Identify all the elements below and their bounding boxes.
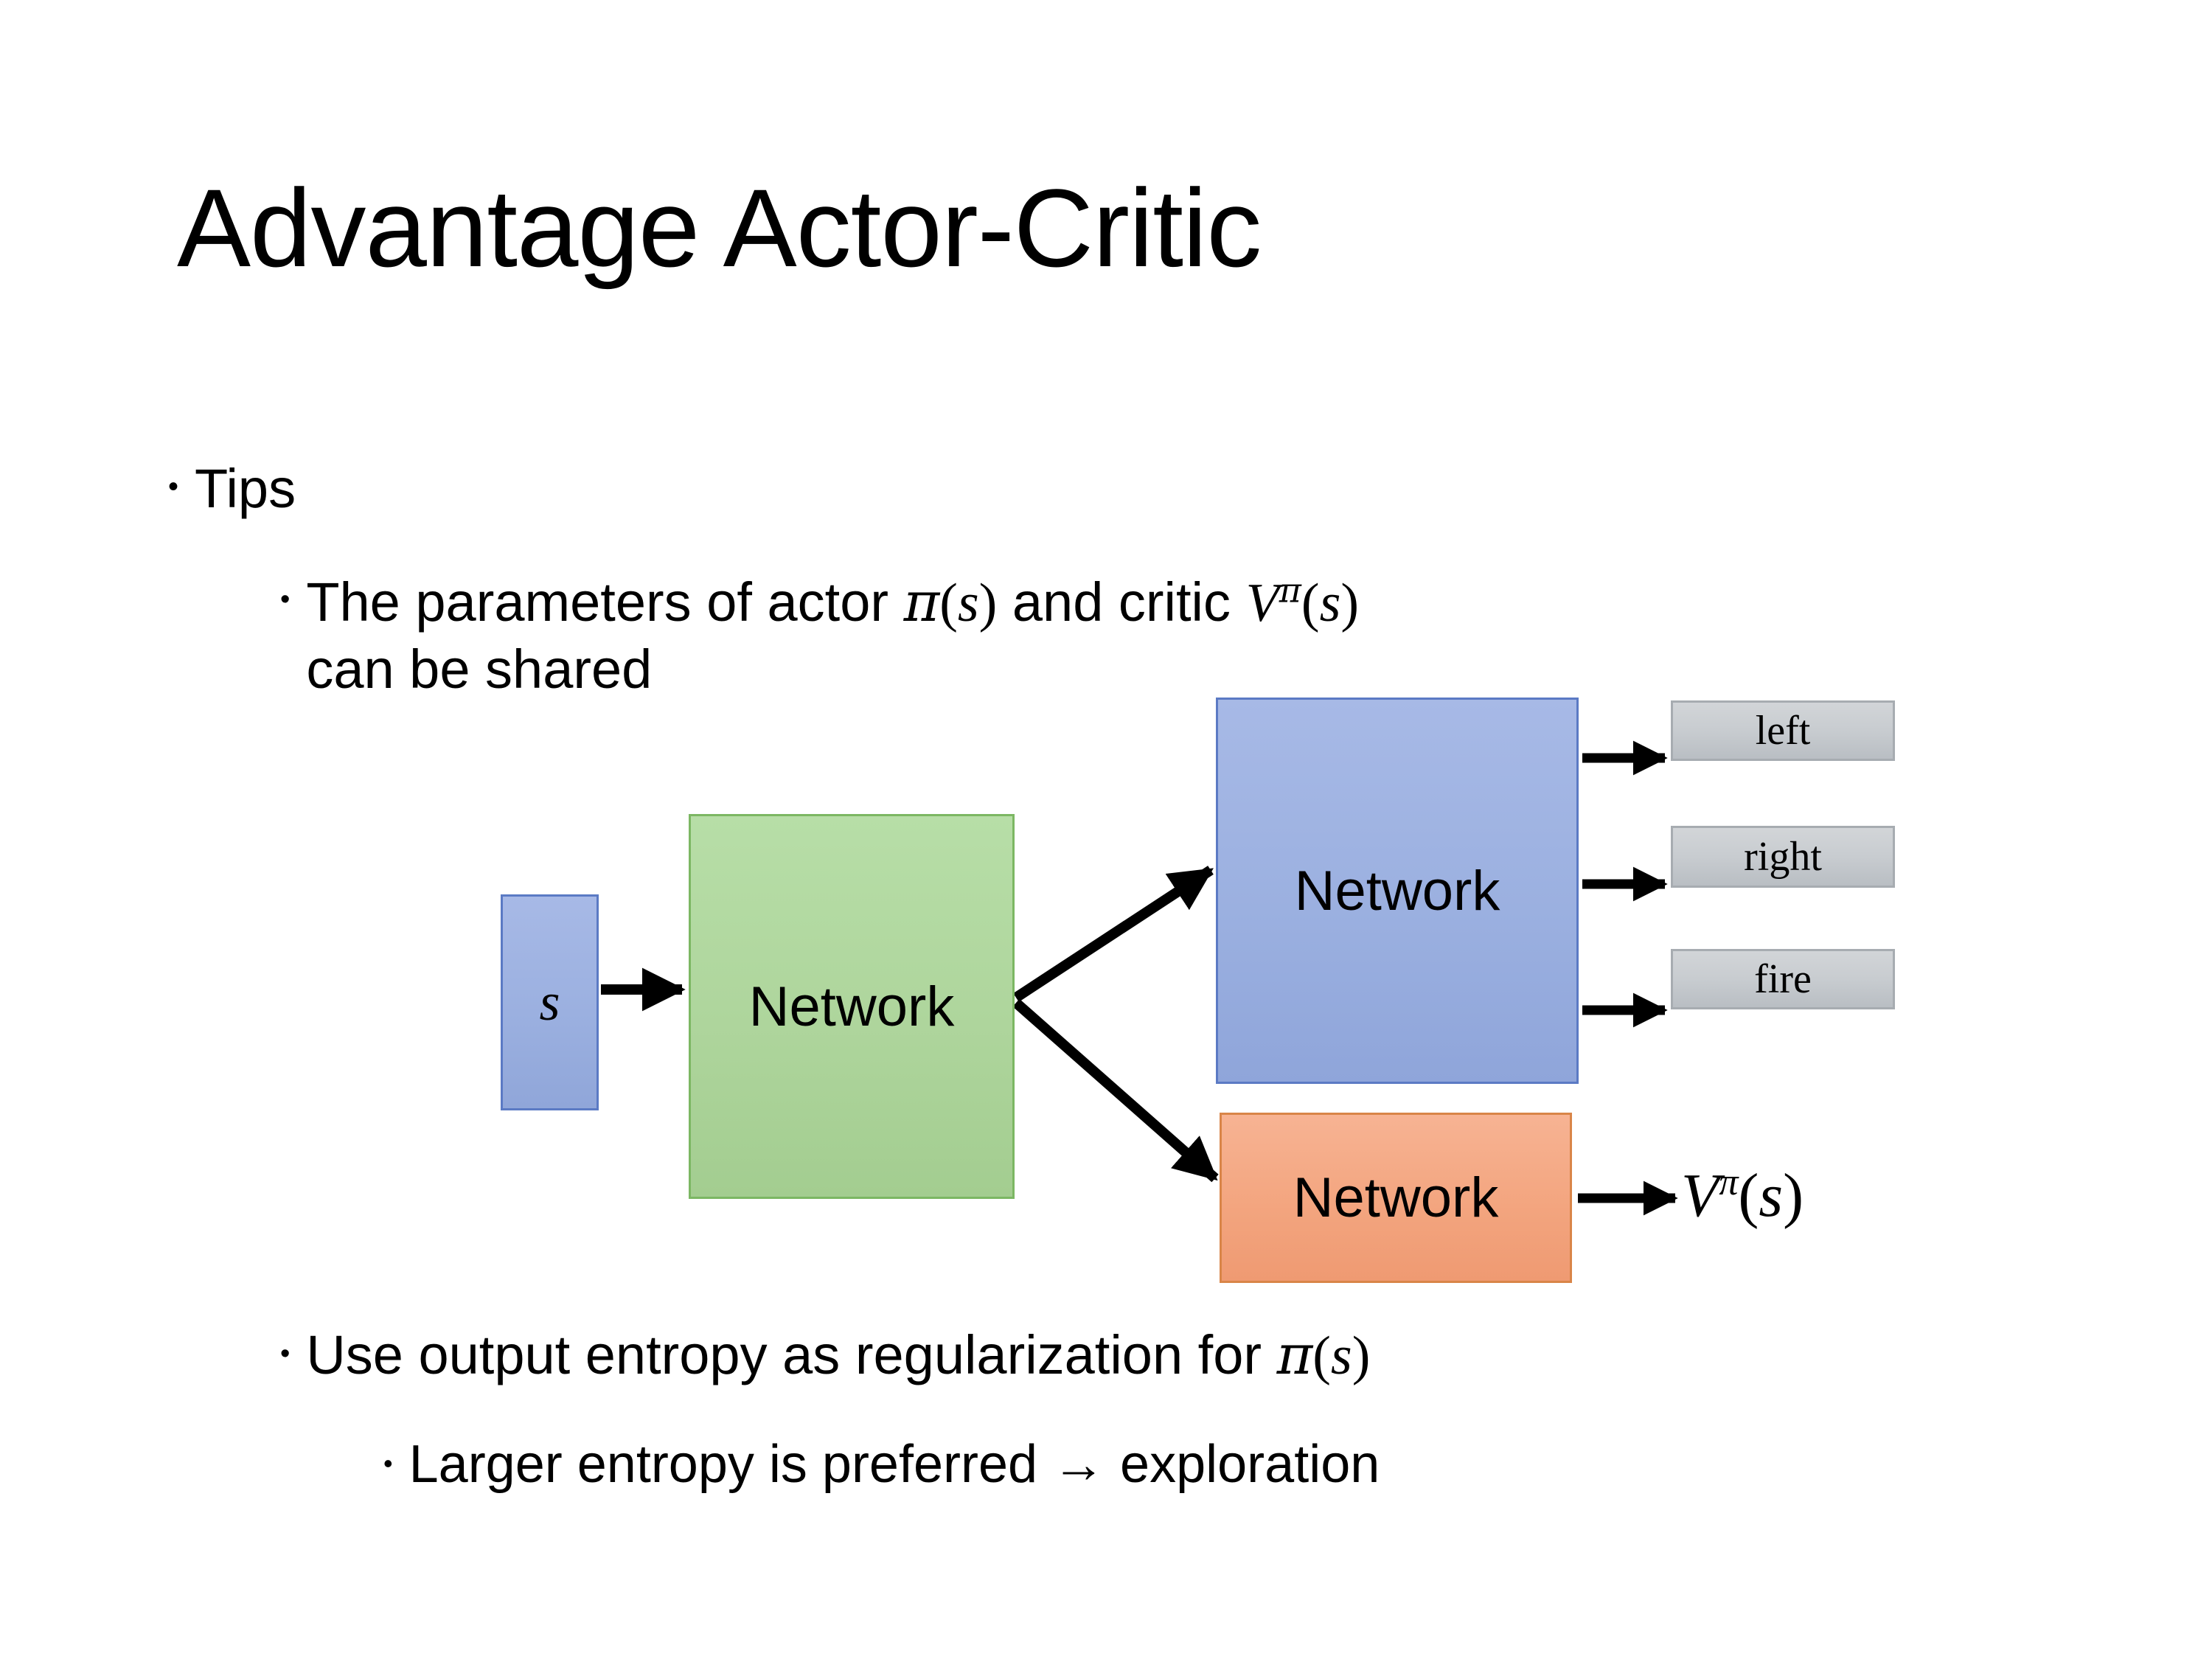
bullet-glyph-icon: • — [168, 470, 179, 503]
action-label-fire: fire — [1754, 956, 1812, 1002]
bullet-tips-label: Tips — [195, 458, 296, 519]
params-line2: can be shared — [306, 639, 653, 700]
bullet-entropy-text: Use output entropy as regularization for… — [306, 1324, 1370, 1388]
action-box-left: left — [1671, 700, 1895, 761]
value-function-output: Vπ(s) — [1681, 1161, 1804, 1230]
bullet-shared-parameters-text: The parameters of actor 𝜋(s) and critic … — [306, 569, 1359, 703]
arrow-shared-to-actor — [1013, 866, 1214, 1002]
bullet-glyph-icon: • — [383, 1448, 393, 1478]
state-input-label: s — [539, 973, 560, 1032]
bullet-tips: • Tips — [168, 457, 296, 520]
bullet-entropy-regularization: • Use output entropy as regularization f… — [280, 1324, 1370, 1388]
actor-network-label: Network — [1294, 859, 1500, 922]
bullet-glyph-icon: • — [280, 1338, 291, 1369]
value-arg: ( — [1738, 1161, 1759, 1230]
page-title: Advantage Actor-Critic — [177, 166, 1262, 290]
entropy-text-a: Use output entropy as regularization for — [306, 1324, 1277, 1385]
bullet-glyph-icon: • — [280, 584, 291, 615]
action-box-fire: fire — [1671, 949, 1895, 1009]
bullet-larger-entropy: • Larger entropy is preferred → explorat… — [383, 1434, 1380, 1495]
math-v-pi-of-s: V𝜋(s) — [1245, 571, 1360, 633]
params-text-b: and critic — [997, 571, 1246, 633]
action-label-left: left — [1755, 708, 1811, 754]
critic-network-box: Network — [1220, 1113, 1572, 1283]
value-base: V — [1681, 1161, 1719, 1230]
actor-network-box: Network — [1216, 698, 1579, 1084]
shared-network-label: Network — [748, 975, 955, 1038]
action-box-right: right — [1671, 826, 1895, 888]
state-input-box: s — [501, 894, 599, 1110]
value-superscript: π — [1719, 1161, 1739, 1203]
bullet-larger-entropy-label: Larger entropy is preferred → exploratio… — [408, 1435, 1380, 1494]
bullet-shared-parameters: • The parameters of actor 𝜋(s) and criti… — [280, 569, 2124, 703]
math-pi-of-s: 𝜋(s) — [903, 573, 998, 633]
arrow-shared-to-critic — [1012, 998, 1219, 1183]
math-pi-of-s: 𝜋(s) — [1276, 1326, 1371, 1386]
shared-network-box: Network — [689, 814, 1015, 1199]
params-text-a: The parameters of actor — [306, 571, 904, 633]
action-label-right: right — [1744, 834, 1822, 880]
critic-network-label: Network — [1293, 1166, 1499, 1229]
